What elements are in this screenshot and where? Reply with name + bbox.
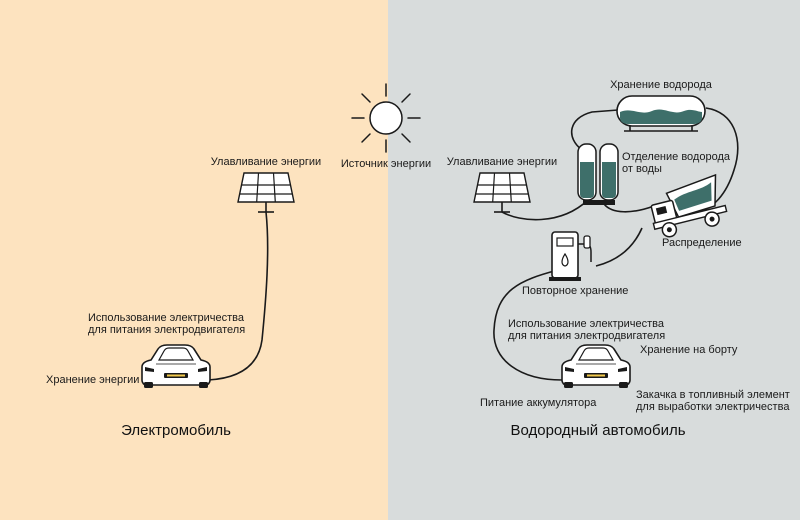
hydrogen-cables [493, 107, 739, 381]
h2-storage-label: Хранение водорода [610, 79, 712, 91]
fuel-pump-icon [549, 231, 592, 281]
sun-label: Источник энергии [340, 158, 432, 170]
fuelcell-line-2: для выработки электричества [636, 401, 790, 413]
ev-capture-label: Улавливание энергии [210, 156, 322, 168]
hydrogen-background [388, 0, 800, 520]
hydrogen-title: Водородный автомобиль [510, 422, 686, 439]
ev-usage-label: Использование электричества для питания … [88, 312, 245, 336]
ev-background [0, 0, 388, 520]
electrolyzer-icon [577, 143, 619, 205]
fuelcell-line-1: Закачка в топливный элемент [636, 389, 790, 401]
ev-usage-line-2: для питания электродвигателя [88, 324, 246, 336]
hydrogen-tank-icon [616, 95, 706, 132]
ev-cable [207, 211, 269, 381]
hydrogen-usage-line-2: для питания электродвигателя [508, 330, 666, 342]
distribution-label: Распределение [662, 237, 742, 249]
sun-icon [351, 83, 421, 153]
ev-usage-line-1: Использование электричества [88, 312, 245, 324]
hydrogen-usage-label: Использование электричества для питания … [508, 318, 665, 342]
ev-storage-label: Хранение энергии [46, 374, 140, 386]
truck-icon [650, 173, 728, 238]
onboard-label: Хранение на борту [640, 344, 738, 356]
separation-label: Отделение водорода от воды [622, 151, 730, 175]
battery-label: Питание аккумулятора [480, 397, 597, 409]
ev-title: Электромобиль [121, 422, 231, 439]
restorage-label: Повторное хранение [522, 285, 629, 297]
hydrogen-capture-label: Улавливание энергии [446, 156, 558, 168]
fuelcell-label: Закачка в топливный элемент для выработк… [636, 389, 790, 413]
separation-line-2: от воды [622, 163, 662, 175]
separation-line-1: Отделение водорода [622, 151, 730, 163]
hydrogen-usage-line-1: Использование электричества [508, 318, 665, 330]
